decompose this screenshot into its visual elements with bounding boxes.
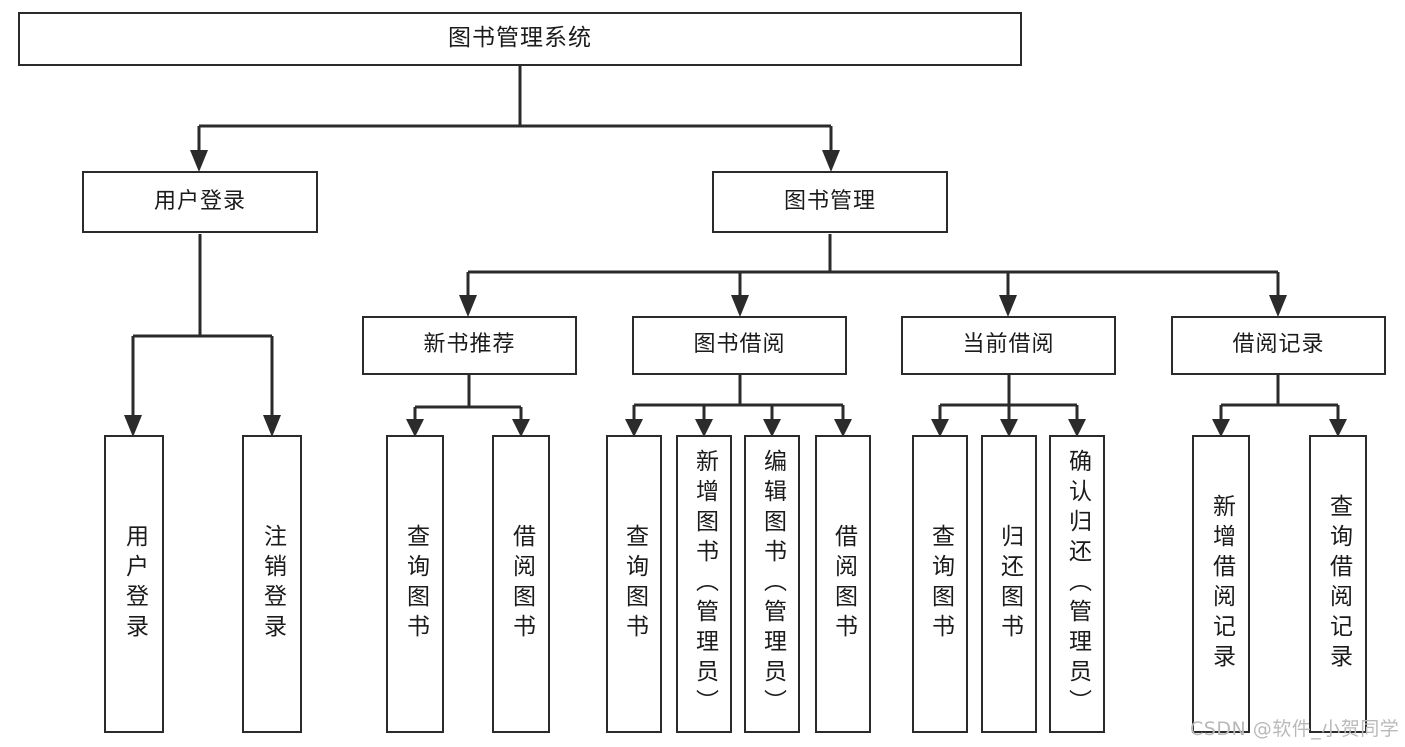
arrowhead-current-borrow bbox=[999, 295, 1017, 317]
node-leaf-query-book-2-label: 查询图书 bbox=[621, 524, 648, 644]
arrowhead-borrow-record bbox=[1269, 295, 1287, 317]
node-book-borrow[interactable]: 图书借阅 bbox=[632, 316, 847, 375]
node-leaf-add-record[interactable]: 新增借阅记录 bbox=[1192, 435, 1250, 733]
node-leaf-edit-book-label: 编辑图书（管理员） bbox=[759, 449, 786, 719]
node-user-login[interactable]: 用户登录 bbox=[82, 171, 318, 233]
arrowhead-book-management bbox=[822, 150, 840, 172]
node-leaf-borrow-book-1[interactable]: 借阅图书 bbox=[492, 435, 550, 733]
node-leaf-user-login[interactable]: 用户登录 bbox=[104, 435, 164, 733]
node-leaf-edit-book[interactable]: 编辑图书（管理员） bbox=[744, 435, 800, 733]
node-borrow-record[interactable]: 借阅记录 bbox=[1171, 316, 1386, 375]
node-new-book-recommend-label: 新书推荐 bbox=[423, 332, 516, 358]
node-root[interactable]: 图书管理系统 bbox=[18, 12, 1022, 66]
arrowhead-leaf-user-login bbox=[124, 415, 142, 437]
node-current-borrow[interactable]: 当前借阅 bbox=[901, 316, 1116, 375]
node-leaf-borrow-book-2[interactable]: 借阅图书 bbox=[815, 435, 871, 733]
node-new-book-recommend[interactable]: 新书推荐 bbox=[362, 316, 577, 375]
node-user-login-label: 用户登录 bbox=[153, 188, 246, 214]
arrowhead-leaf-logout-login bbox=[263, 415, 281, 437]
node-leaf-add-book-label: 新增图书（管理员） bbox=[691, 449, 718, 719]
node-book-borrow-label: 图书借阅 bbox=[693, 332, 786, 358]
node-leaf-return-book[interactable]: 归还图书 bbox=[981, 435, 1037, 733]
node-leaf-query-book-3-label: 查询图书 bbox=[927, 524, 954, 644]
node-book-management[interactable]: 图书管理 bbox=[712, 171, 948, 233]
node-leaf-query-record-label: 查询借阅记录 bbox=[1325, 494, 1352, 674]
node-current-borrow-label: 当前借阅 bbox=[962, 332, 1055, 358]
node-leaf-query-book-1-label: 查询图书 bbox=[402, 524, 429, 644]
node-leaf-confirm-return-label: 确认归还（管理员） bbox=[1064, 449, 1091, 719]
node-leaf-borrow-book-1-label: 借阅图书 bbox=[508, 524, 535, 644]
node-leaf-confirm-return[interactable]: 确认归还（管理员） bbox=[1049, 435, 1105, 733]
node-leaf-query-record[interactable]: 查询借阅记录 bbox=[1309, 435, 1367, 733]
node-leaf-query-book-1[interactable]: 查询图书 bbox=[386, 435, 444, 733]
watermark-text: CSDN @软件_小贺同学 bbox=[1190, 718, 1400, 740]
node-leaf-query-book-2[interactable]: 查询图书 bbox=[606, 435, 662, 733]
node-borrow-record-label: 借阅记录 bbox=[1232, 332, 1325, 358]
arrowhead-book-borrow bbox=[731, 295, 749, 317]
node-leaf-user-login-label: 用户登录 bbox=[121, 524, 148, 644]
node-leaf-query-book-3[interactable]: 查询图书 bbox=[912, 435, 968, 733]
node-leaf-logout-login-label: 注销登录 bbox=[259, 524, 286, 644]
node-book-management-label: 图书管理 bbox=[783, 188, 876, 214]
node-leaf-borrow-book-2-label: 借阅图书 bbox=[830, 524, 857, 644]
node-leaf-logout-login[interactable]: 注销登录 bbox=[242, 435, 302, 733]
arrowhead-user-login bbox=[190, 150, 208, 172]
arrowhead-new-book-recommend bbox=[459, 295, 477, 317]
node-leaf-return-book-label: 归还图书 bbox=[996, 524, 1023, 644]
node-leaf-add-record-label: 新增借阅记录 bbox=[1208, 494, 1235, 674]
node-leaf-add-book[interactable]: 新增图书（管理员） bbox=[676, 435, 732, 733]
node-root-label: 图书管理系统 bbox=[448, 25, 592, 52]
